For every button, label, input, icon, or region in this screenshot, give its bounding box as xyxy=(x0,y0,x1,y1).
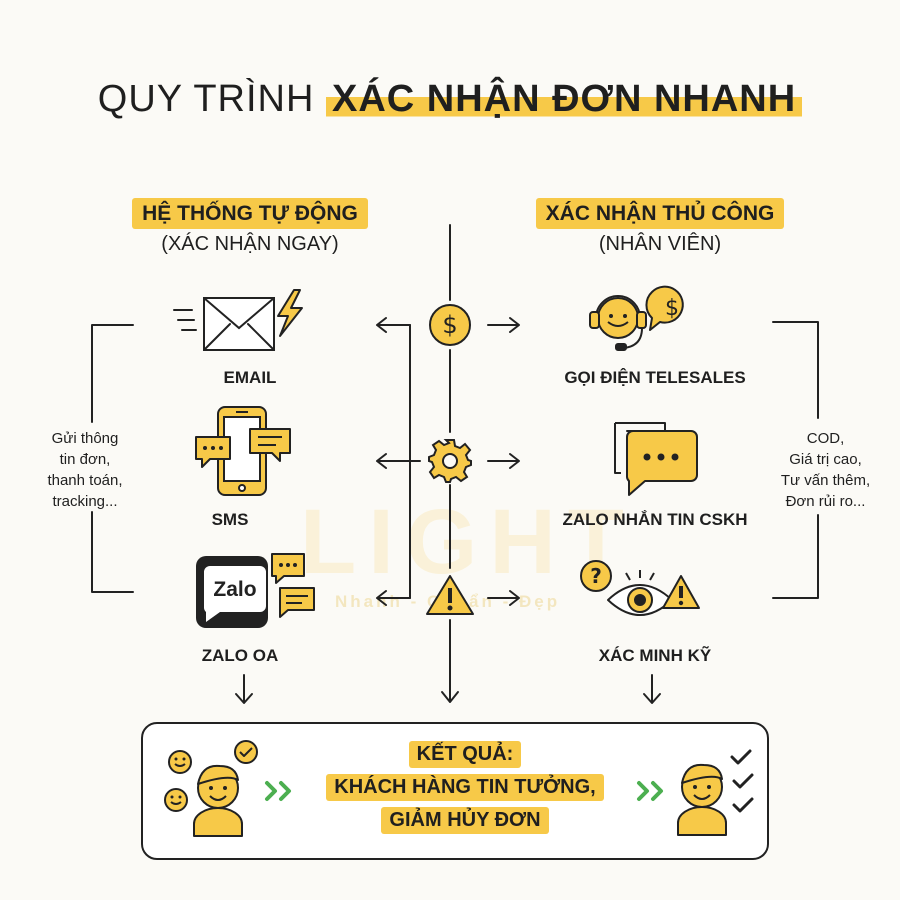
right-note-line: Tư vấn thêm, xyxy=(780,472,871,489)
happy-customer-icon xyxy=(164,740,258,837)
result-heading: KẾT QUẢ: xyxy=(408,741,522,768)
right-heading: XÁC NHẬN THỦ CÔNG (NHÂN VIÊN) xyxy=(490,198,830,256)
svg-text:$: $ xyxy=(665,296,679,321)
result-line-2: GIẢM HỦY ĐƠN xyxy=(381,807,549,834)
right-note-line: COD, xyxy=(806,430,845,447)
left-note-line: Gửi thông xyxy=(51,430,119,447)
title-prefix: QUY TRÌNH xyxy=(97,78,315,120)
left-subheading: (XÁC NHẬN NGAY) xyxy=(161,233,339,255)
left-item-email-label: EMAIL xyxy=(223,368,277,387)
zalo-logo-text: Zalo xyxy=(213,578,256,601)
svg-text:?: ? xyxy=(590,564,602,588)
dollar-coin-icon: $ xyxy=(429,304,471,346)
left-heading: HỆ THỐNG TỰ ĐỘNG (XÁC NHẬN NGAY) xyxy=(80,198,420,256)
left-note-line: thanh toán, xyxy=(47,472,123,489)
svg-text:$: $ xyxy=(442,311,457,339)
warning-icon xyxy=(426,575,474,615)
eye-question-icon: ? xyxy=(580,560,700,616)
right-item-telesales-label: GỌI ĐIỆN TELESALES xyxy=(564,368,746,387)
result-text: KẾT QUẢ: KHÁCH HÀNG TIN TƯỞNG, GIẢM HỦY … xyxy=(290,738,640,837)
title-highlight: XÁC NHẬN ĐƠN NHANH xyxy=(326,78,803,120)
left-item-zalo-label: ZALO OA xyxy=(201,646,279,665)
left-heading-label: HỆ THỐNG TỰ ĐỘNG xyxy=(132,198,368,229)
left-note: Gửi thông tin đơn, thanh toán, tracking.… xyxy=(20,428,150,512)
chevron-right-double-icon xyxy=(637,781,663,801)
left-note-line: tracking... xyxy=(52,493,118,510)
zalo-icon: Zalo xyxy=(196,553,315,628)
gear-icon xyxy=(428,439,472,483)
left-note-line: tin đơn, xyxy=(59,451,111,468)
right-subheading: (NHÂN VIÊN) xyxy=(598,233,722,255)
page-title: QUY TRÌNH XÁC NHẬN ĐƠN NHANH xyxy=(0,78,900,121)
chevron-right-double-icon xyxy=(265,781,291,801)
headset-agent-icon: $ xyxy=(589,285,684,351)
right-note-line: Đơn rủi ro... xyxy=(785,493,866,510)
right-item-verify-label: XÁC MINH KỸ xyxy=(598,646,712,665)
phone-chat-icon xyxy=(195,406,291,496)
right-note: COD, Giá trị cao, Tư vấn thêm, Đơn rủi r… xyxy=(758,428,893,512)
email-lightning-icon xyxy=(173,289,303,351)
right-note-line: Giá trị cao, xyxy=(789,451,862,468)
left-item-sms-label: SMS xyxy=(211,510,249,529)
result-line-1: KHÁCH HÀNG TIN TƯỞNG, xyxy=(326,774,604,801)
watermark-brand: LIGHT xyxy=(300,491,636,593)
satisfied-customer-checklist-icon xyxy=(677,749,754,836)
chat-bubble-icon xyxy=(614,422,698,496)
right-item-zalo-cskh-label: ZALO NHẮN TIN CSKH xyxy=(562,510,748,529)
right-heading-label: XÁC NHẬN THỦ CÔNG xyxy=(535,198,785,229)
